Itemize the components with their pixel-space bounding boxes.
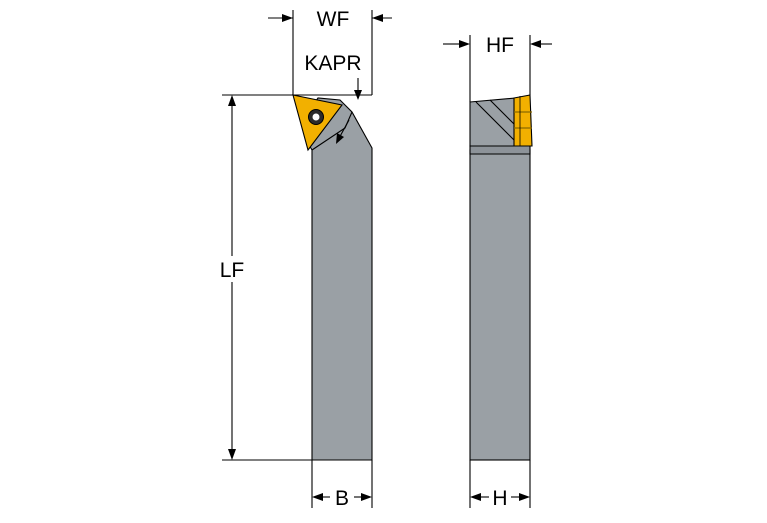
side-insert-icon — [513, 94, 533, 147]
lf-arrow-top — [228, 95, 236, 106]
kapr-label: KAPR — [304, 52, 361, 75]
side-head-facets — [475, 99, 517, 141]
hf-label: HF — [486, 34, 514, 57]
b-arrow-left — [312, 493, 323, 501]
hf-arrow-right — [530, 40, 541, 48]
wf-label: WF — [317, 8, 350, 31]
triangular-insert-icon — [292, 94, 343, 152]
kapr-arrow-lower — [336, 133, 344, 144]
h-arrow-right — [519, 493, 530, 501]
side-tool-shank — [469, 149, 531, 461]
side-view: HF H — [443, 34, 552, 510]
lf-label: LF — [220, 259, 245, 282]
lf-label-bg — [214, 256, 250, 282]
h-label: H — [492, 487, 507, 510]
wf-arrow-right — [372, 14, 383, 22]
front-tool-shank — [302, 97, 373, 461]
side-tool-head — [469, 97, 517, 147]
b-arrow-right — [361, 493, 372, 501]
h-arrow-left — [470, 493, 481, 501]
hf-arrow-left — [459, 40, 470, 48]
side-head-band — [469, 145, 531, 155]
front-view: WF KAPR LF B — [214, 8, 392, 510]
lf-arrow-bottom — [228, 449, 236, 460]
b-label: B — [335, 487, 349, 510]
wf-arrow-left — [282, 14, 293, 22]
